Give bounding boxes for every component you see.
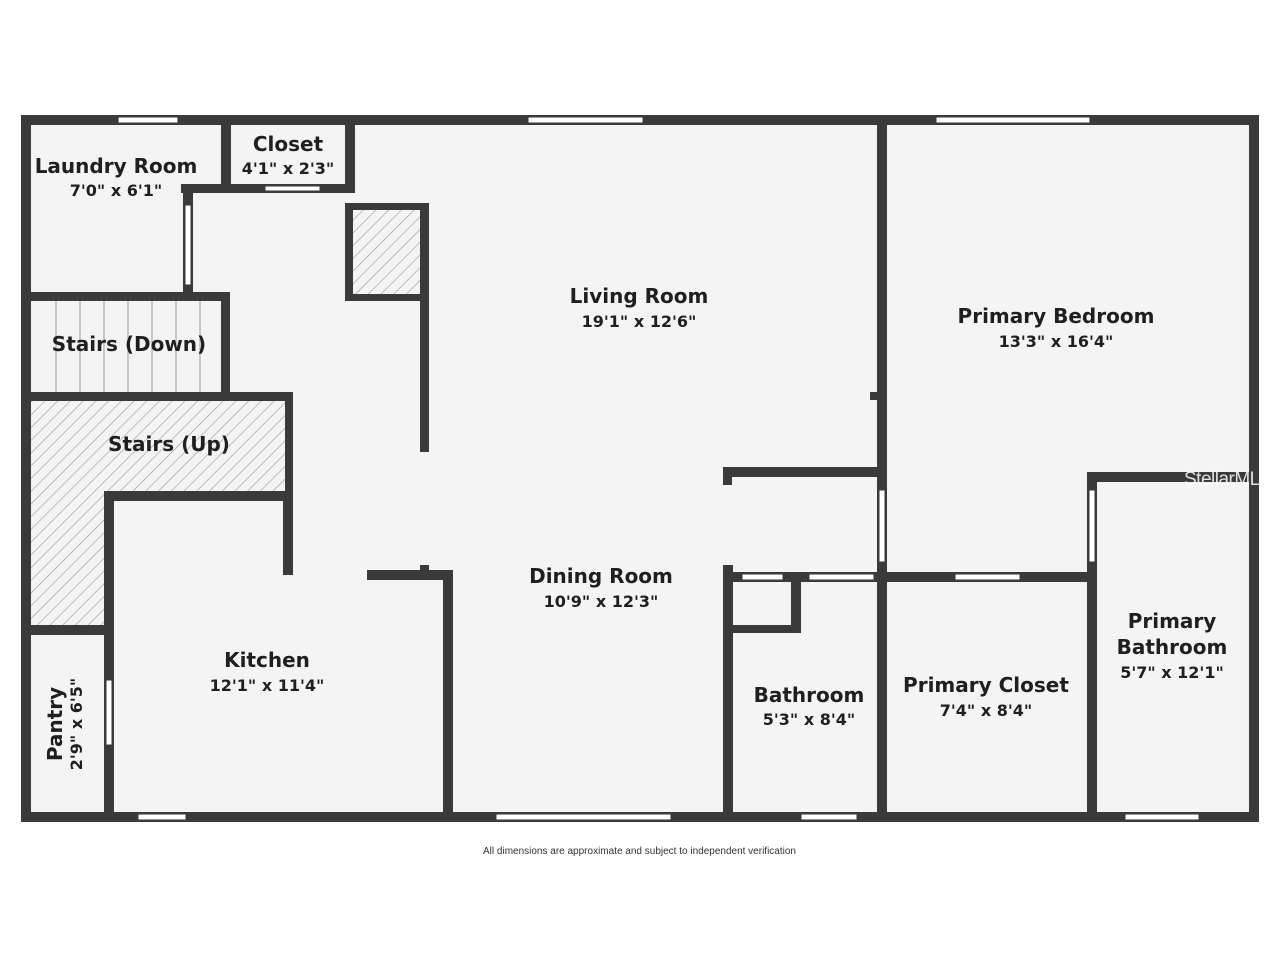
laundry-room-label: Laundry Room <box>35 154 198 178</box>
primary-closet-label: Primary Closet <box>903 673 1069 697</box>
stairs-down-treads <box>55 300 201 393</box>
primary-bathroom-dims: 5'7" x 12'1" <box>1120 663 1224 682</box>
living-room-dims: 19'1" x 12'6" <box>582 312 697 331</box>
pantry-dims: 2'9" x 6'5" <box>67 678 86 770</box>
pantry-label: Pantry <box>43 687 67 761</box>
primary-closet-dims: 7'4" x 8'4" <box>940 701 1032 720</box>
primary-bathroom-label-line1: Primary <box>1128 609 1217 633</box>
windows <box>105 116 1200 821</box>
laundry-room-dims: 7'0" x 6'1" <box>70 181 162 200</box>
disclaimer-text: All dimensions are approximate and subje… <box>483 846 796 857</box>
bathroom-dims: 5'3" x 8'4" <box>763 710 855 729</box>
primary-bathroom-label-line2: Bathroom <box>1117 635 1228 659</box>
bathroom-label: Bathroom <box>754 683 865 707</box>
watermark-logo: StellarMLS <box>1184 469 1272 490</box>
living-room-label: Living Room <box>570 284 709 308</box>
closet-label: Closet <box>253 132 324 156</box>
chimney-block <box>350 208 424 298</box>
primary-bedroom-label: Primary Bedroom <box>958 304 1155 328</box>
dining-room-dims: 10'9" x 12'3" <box>544 592 659 611</box>
primary-bedroom-dims: 13'3" x 16'4" <box>999 332 1114 351</box>
closet-dims: 4'1" x 2'3" <box>242 159 334 178</box>
kitchen-dims: 12'1" x 11'4" <box>210 676 325 695</box>
dining-room-label: Dining Room <box>529 564 673 588</box>
stairs-down-label: Stairs (Down) <box>52 332 206 356</box>
kitchen-label: Kitchen <box>224 648 310 672</box>
stairs-up-label: Stairs (Up) <box>108 432 230 456</box>
stairs-up-area <box>30 399 290 628</box>
